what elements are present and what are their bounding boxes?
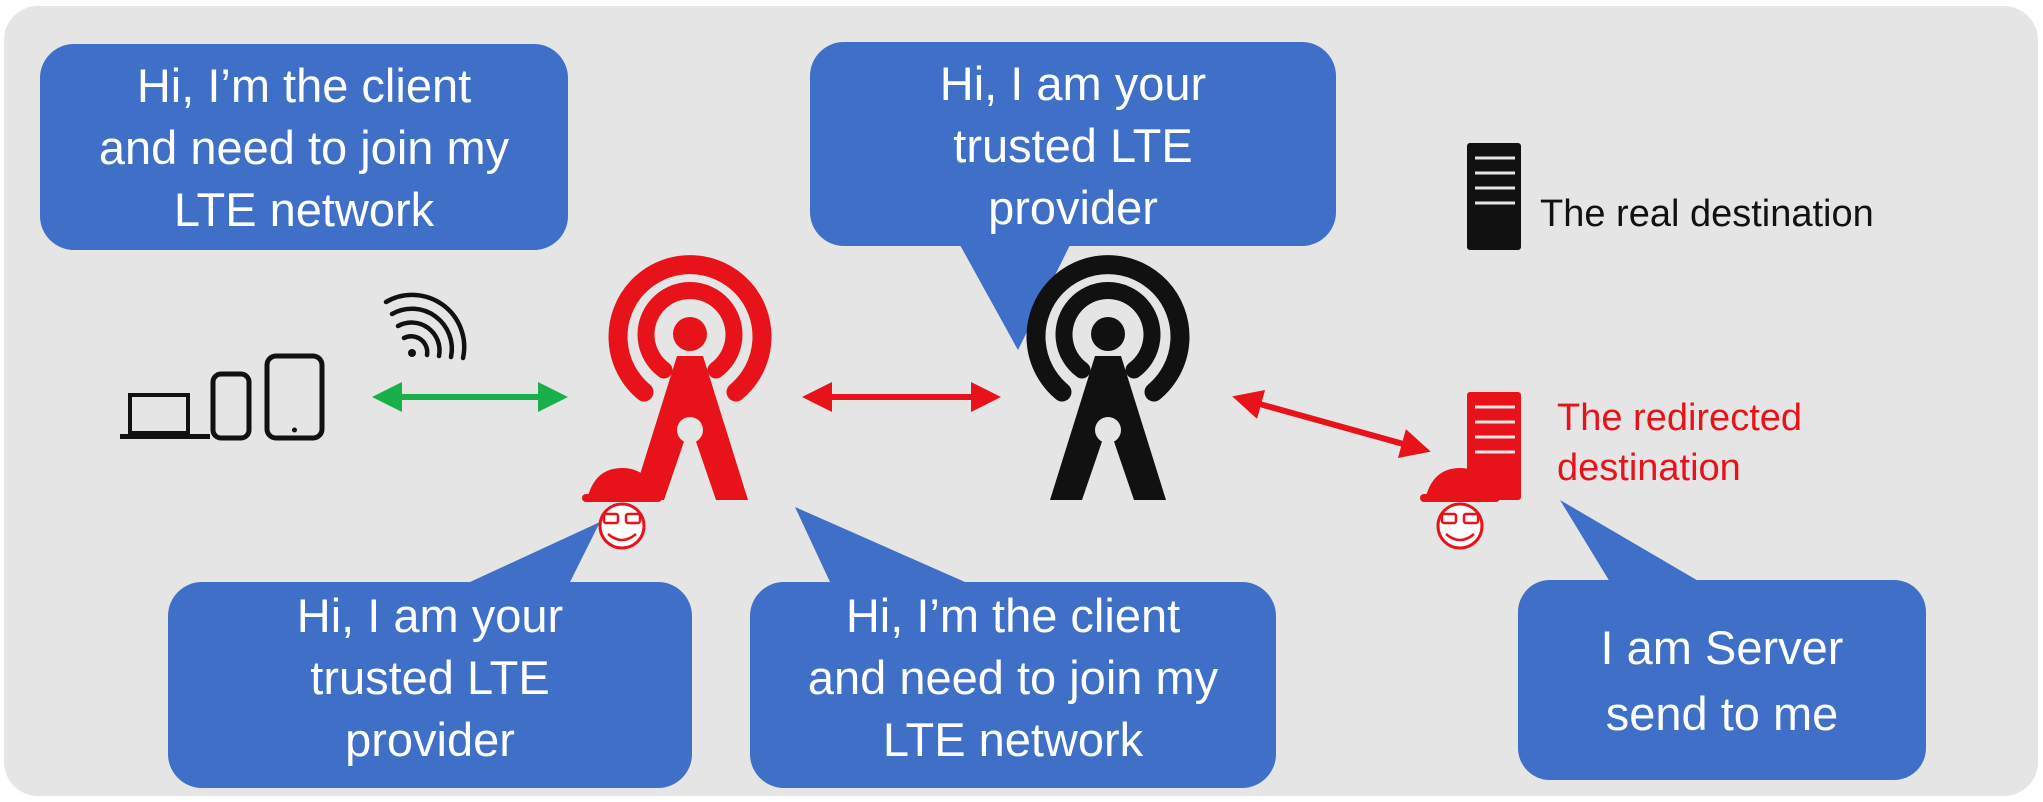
provider-redirect-link-arrow <box>1232 389 1431 459</box>
redirected-destination-label-line-1: The redirected <box>1557 397 1802 439</box>
client-devices <box>120 353 325 441</box>
legit-tower-icon <box>1026 255 1190 500</box>
bubble-attacker-client-line-2: and need to join my <box>808 651 1219 704</box>
bubble-fake-server: I am Server send to me <box>1518 500 1926 780</box>
bubble-provider-line-1: Hi, I am your <box>940 57 1206 110</box>
rogue-tower-icon <box>608 255 772 500</box>
bubble-attacker-provider: Hi, I am your trusted LTE provider <box>168 522 692 788</box>
bubble-provider-top: Hi, I am your trusted LTE provider <box>810 42 1336 350</box>
bubble-provider-line-3: provider <box>988 181 1158 234</box>
bubble-attacker-provider-line-1: Hi, I am your <box>297 589 563 642</box>
bubble-client-line-1: Hi, I’m the client <box>137 59 471 112</box>
tablet-icon <box>264 353 325 441</box>
redirected-destination-label-line-2: destination <box>1557 447 1741 489</box>
real-server-icon <box>1467 143 1521 250</box>
redirected-server-icon <box>1467 392 1521 500</box>
bubble-provider-line-2: trusted LTE <box>953 119 1192 172</box>
bubble-attacker-provider-line-2: trusted LTE <box>310 651 549 704</box>
bubble-client-line-3: LTE network <box>174 183 435 236</box>
laptop-icon <box>120 393 210 439</box>
bubble-attacker-client: Hi, I’m the client and need to join my L… <box>750 507 1276 788</box>
bubble-attacker-client-line-1: Hi, I’m the client <box>846 589 1180 642</box>
real-destination-label: The real destination <box>1540 193 1874 235</box>
phone-icon <box>210 371 252 441</box>
bubble-client-line-2: and need to join my <box>99 121 510 174</box>
bubble-fake-server-line-1: I am Server <box>1601 621 1844 674</box>
bubble-fake-server-line-2: send to me <box>1606 687 1839 740</box>
bubble-attacker-client-line-3: LTE network <box>883 713 1144 766</box>
hacker-icon <box>582 468 662 550</box>
bubble-client-top: Hi, I’m the client and need to join my L… <box>40 44 568 250</box>
bubble-attacker-provider-line-3: provider <box>345 713 515 766</box>
wifi-signal-icon <box>383 292 467 361</box>
